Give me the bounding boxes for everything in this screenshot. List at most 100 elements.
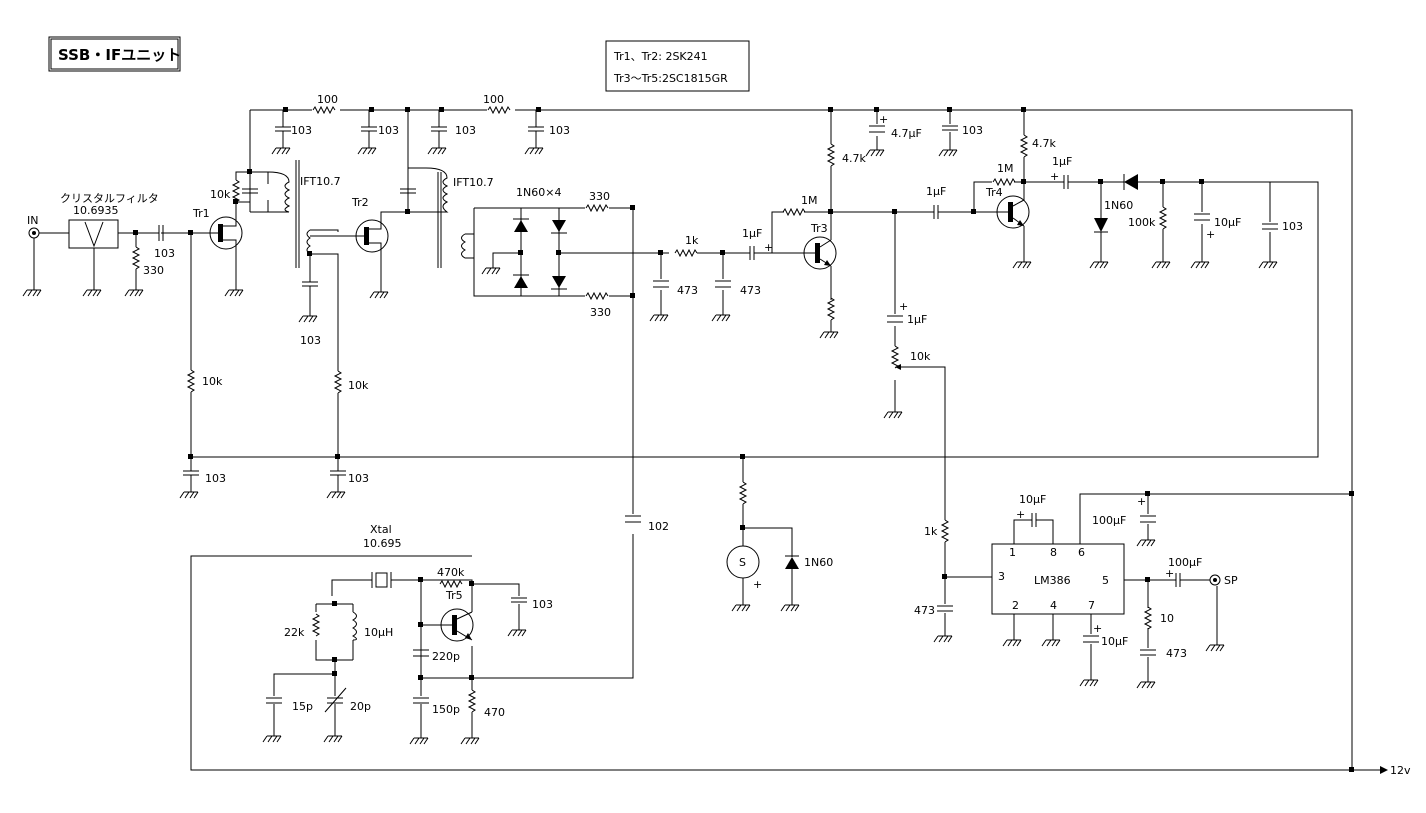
label-plus: + [753, 578, 762, 591]
label-r-in: 330 [143, 264, 164, 277]
tr3-base-resistor [782, 208, 806, 216]
label-c-top2: 103 [378, 124, 399, 137]
label-r-tr4b: 1M [997, 162, 1014, 175]
label-r-zob: 10 [1160, 612, 1174, 625]
label-r-470: 470 [484, 706, 505, 719]
bias-resistor-2 [334, 370, 342, 394]
input-terminal [28, 227, 40, 239]
label-l-osc: 10μH [364, 626, 393, 639]
label-filter-freq: 10.6935 [73, 204, 119, 217]
title-box: SSB・IFユニット [48, 36, 181, 72]
mixer-resistor-2 [585, 292, 609, 300]
label-ift1: IFT10.7 [300, 175, 341, 188]
meter-resistor [739, 481, 747, 505]
label-r-tr1: 10k [210, 188, 231, 201]
component-labels: IN クリスタルフィルタ 10.6935 330 103 Tr1 Tr2 Tr3… [27, 93, 1411, 777]
wiring [33, 109, 1380, 771]
label-c-bias1: 103 [205, 472, 226, 485]
transistor-legend: Tr1、Tr2: 2SK241 Tr3～Tr5:2SC1815GR [605, 40, 750, 92]
decoupling-caps [869, 125, 958, 133]
tr1-fet [209, 216, 243, 250]
label-c-top4: 103 [549, 124, 570, 137]
label-in: IN [27, 214, 38, 227]
label-ic: LM386 [1034, 574, 1071, 587]
crystal-filter [68, 219, 119, 249]
label-c-top1: 103 [291, 124, 312, 137]
tr3-emitter-resistor [827, 297, 835, 321]
tr1-drain-resistor [232, 179, 240, 203]
label-meter: S [739, 556, 746, 569]
label-v12: 12v [1390, 764, 1411, 777]
volume-series-resistor [941, 519, 949, 543]
label-pot: 10k [910, 350, 931, 363]
label-c-det2: 103 [1282, 220, 1303, 233]
label-plus: + [764, 241, 773, 254]
label-r-bias2: 10k [348, 379, 369, 392]
label-c-gain: 10μF [1019, 493, 1046, 506]
mixer-resistor-1 [585, 204, 609, 212]
tr4-collector-resistor [1020, 134, 1028, 158]
label-pin4: 4 [1050, 599, 1057, 612]
tr5-emitter-resistor [468, 689, 476, 713]
label-c-det: 10μF [1214, 216, 1241, 229]
label-c-bfo: 102 [648, 520, 669, 533]
coupling-cap-4 [1060, 175, 1072, 189]
label-xtal-freq: 10.695 [363, 537, 402, 550]
legend-line-2: Tr3～Tr5:2SC1815GR [613, 72, 728, 85]
legend-line-1: Tr1、Tr2: 2SK241 [613, 50, 708, 63]
label-r-tr3c: 4.7k [842, 152, 866, 165]
top-cap-2 [360, 117, 378, 141]
detector-resistor [1159, 206, 1167, 230]
label-c-lp2: 473 [740, 284, 761, 297]
oscillator-caps [266, 597, 527, 713]
tr2-gate-cap [301, 272, 319, 296]
tr3-transistor [803, 236, 837, 270]
coupling-cap-3 [887, 315, 903, 323]
label-r-tr4c: 4.7k [1032, 137, 1056, 150]
bfo-coupling-cap [625, 515, 641, 523]
label-pin7: 7 [1088, 599, 1095, 612]
label-tr5: Tr5 [445, 589, 463, 602]
label-c-top3: 103 [455, 124, 476, 137]
label-r-osc: 470k [437, 566, 465, 579]
detector-caps [1194, 213, 1278, 230]
detector-diodes [1094, 174, 1138, 233]
label-c-cp4: 1μF [1052, 155, 1072, 168]
label-c-150p: 150p [432, 703, 460, 716]
label-r-top2: 100 [483, 93, 504, 106]
top-cap-4 [527, 117, 545, 141]
tr2-fet [355, 219, 389, 253]
label-c-in: 103 [154, 247, 175, 260]
diagram-title: SSB・IFユニット [58, 46, 181, 64]
tr5-transistor [440, 608, 474, 642]
label-c-15p: 15p [292, 700, 313, 713]
label-plus: + [1050, 170, 1059, 183]
label-pin2: 2 [1012, 599, 1019, 612]
label-plus: + [1206, 228, 1215, 241]
label-plus: + [1016, 508, 1025, 521]
label-c-20p: 20p [350, 700, 371, 713]
oscillator-inductor [351, 611, 357, 641]
oscillator-bias-resistor [439, 580, 463, 588]
label-plus: + [1093, 622, 1102, 635]
label-d-meter: 1N60 [804, 556, 833, 569]
label-r-22k: 22k [284, 626, 305, 639]
label-plus: + [899, 300, 908, 313]
label-pin1: 1 [1009, 546, 1016, 559]
label-c-tr2: 103 [300, 334, 321, 347]
tr3-collector-resistor [827, 143, 835, 167]
bias-cap-2 [329, 461, 347, 485]
top-resistor-1 [312, 106, 336, 114]
label-r-lp: 1k [685, 234, 699, 247]
top-cap-3 [430, 117, 448, 141]
label-pin8: 8 [1050, 546, 1057, 559]
coupling-cap-1 [743, 246, 767, 260]
label-tr1: Tr1 [192, 207, 210, 220]
label-tr4: Tr4 [985, 186, 1003, 199]
mixer-diode-ring [513, 218, 567, 290]
supply-arrow [1380, 766, 1388, 774]
label-diodes: 1N60×4 [516, 186, 561, 199]
label-c-dec2: 103 [962, 124, 983, 137]
label-c-lp1: 473 [677, 284, 698, 297]
